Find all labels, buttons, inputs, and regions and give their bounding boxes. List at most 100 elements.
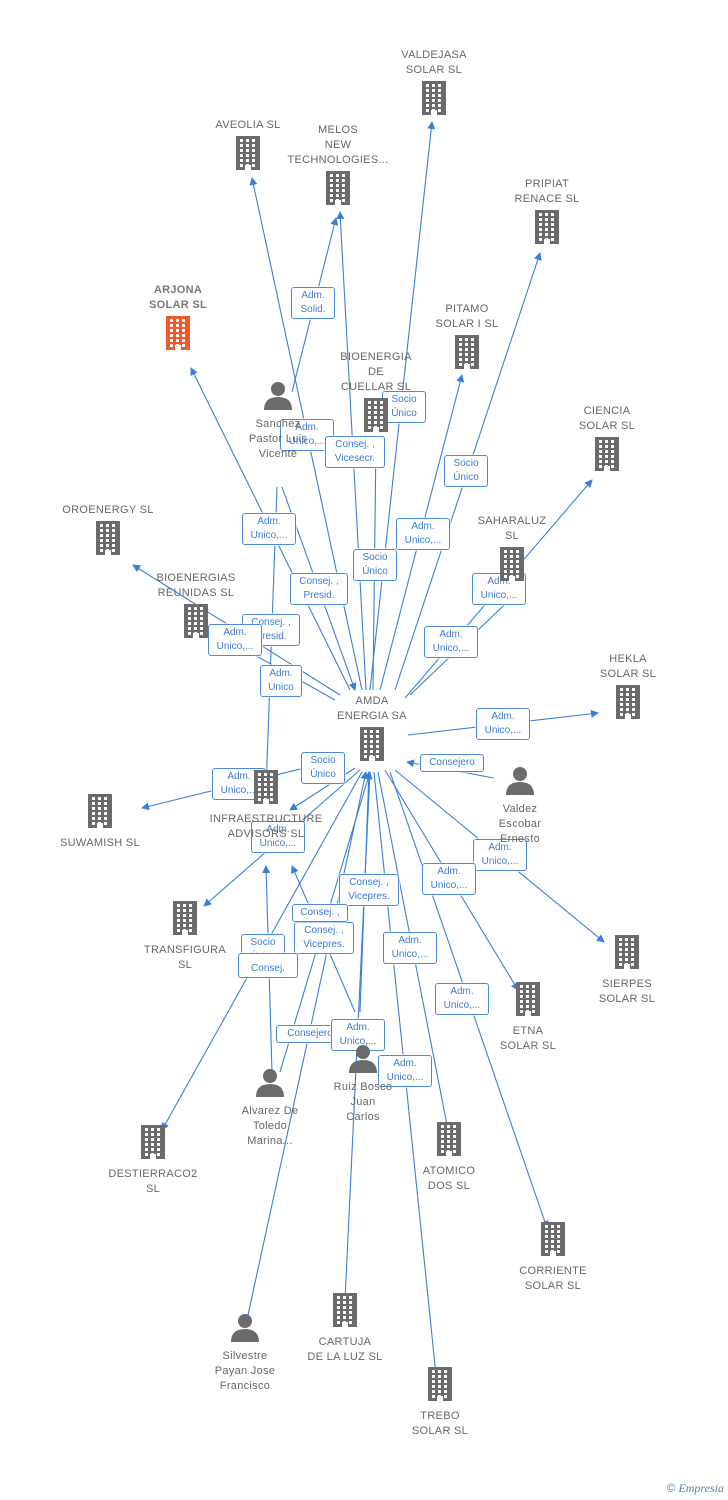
building-icon [361, 397, 391, 438]
building-icon [592, 436, 622, 477]
company-node-suwamish[interactable]: SUWAMISH SL [40, 791, 160, 851]
building-icon [85, 793, 115, 834]
person-node-alvarez[interactable]: Alvarez De Toledo Marina... [220, 1067, 320, 1149]
relation-label[interactable]: Adm. Unico,... [331, 1019, 385, 1051]
company-label: DESTIERRACO2 SL [108, 1168, 198, 1195]
company-node-bioenergias-reunidas[interactable]: BIOENERGIAS REUNIDAS SL [136, 571, 256, 646]
person-node-silvestre[interactable]: Silvestre Payan Jose Francisco [195, 1312, 295, 1394]
relation-label[interactable]: Adm. Unico,... [383, 932, 437, 964]
relation-label[interactable]: Adm. Unico,... [424, 626, 478, 658]
building-icon [612, 934, 642, 975]
company-node-ciencia[interactable]: CIENCIA SOLAR SL [547, 404, 667, 479]
building-icon [138, 1124, 168, 1165]
building-icon [434, 1121, 464, 1162]
company-label: AVEOLIA SL [215, 119, 281, 131]
company-node-infrae[interactable]: INFRAESTRUCTURE ADVISORS SL [206, 767, 326, 842]
company-label: SUWAMISH SL [60, 837, 140, 849]
relation-label[interactable]: Consejero [420, 754, 484, 772]
building-icon [233, 135, 263, 176]
person-icon [348, 1043, 378, 1078]
person-node-ruiz[interactable]: Ruiz Bosco Juan Carlos [313, 1043, 413, 1125]
company-label: TREBO SOLAR SL [411, 1410, 469, 1437]
person-label: Ruiz Bosco Juan Carlos [333, 1081, 393, 1123]
building-icon [323, 170, 353, 211]
person-label: Sanchez Pastor Luis Vicente [248, 418, 308, 460]
company-node-melos[interactable]: MELOS NEW TECHNOLOGIES... [278, 123, 398, 213]
relation-label[interactable]: Consej. , Presid. [290, 573, 348, 605]
relation-label[interactable]: Adm. Unico,... [473, 839, 527, 871]
company-label: ETNA SOLAR SL [499, 1025, 557, 1052]
company-node-sierpes[interactable]: SIERPES SOLAR SL [567, 932, 687, 1007]
company-node-oroenergy[interactable]: OROENERGY SL [48, 503, 168, 563]
company-label: CIENCIA SOLAR SL [578, 405, 636, 432]
company-label: AMDA ENERGIA SA [337, 695, 407, 722]
building-icon [251, 769, 281, 810]
company-label: PITAMO SOLAR I SL [435, 303, 499, 330]
company-node-pripiat[interactable]: PRIPIAT RENACE SL [487, 177, 607, 252]
relation-label[interactable]: Socio Único [444, 455, 488, 487]
building-icon [538, 1221, 568, 1262]
company-node-destierraco2[interactable]: DESTIERRACO2 SL [93, 1122, 213, 1197]
company-label: SAHARALUZ SL [477, 515, 547, 542]
building-icon [181, 603, 211, 644]
building-icon [170, 900, 200, 941]
company-label: BIOENERGIA DE CUELLAR SL [340, 351, 412, 393]
relation-label[interactable]: Adm. Unico [260, 665, 302, 697]
building-icon [513, 981, 543, 1022]
relation-label[interactable]: Consej. , [292, 904, 348, 922]
building-icon [425, 1366, 455, 1407]
company-label: PRIPIAT RENACE SL [514, 178, 580, 205]
edge [247, 771, 369, 1316]
person-node-valdez[interactable]: Valdez Escobar Ernesto [470, 765, 570, 847]
company-node-hekla[interactable]: HEKLA SOLAR SL [568, 652, 688, 727]
relation-label[interactable]: Adm. Unico,... [422, 863, 476, 895]
person-label: Alvarez De Toledo Marina... [241, 1105, 299, 1147]
company-node-atomico[interactable]: ATOMICO DOS SL [389, 1119, 509, 1194]
company-label: ATOMICO DOS SL [422, 1165, 476, 1192]
company-node-etna[interactable]: ETNA SOLAR SL [468, 979, 588, 1054]
relation-label[interactable]: Socio Único [301, 752, 345, 784]
building-icon [163, 315, 193, 356]
relation-label[interactable]: Adm. Unico,... [242, 513, 296, 545]
company-label: INFRAESTRUCTURE ADVISORS SL [209, 813, 323, 840]
relation-label[interactable]: Consej. , Vicepres. [339, 874, 399, 906]
company-node-saharaluz[interactable]: SAHARALUZ SL [452, 514, 572, 589]
relation-label[interactable]: Adm. Unico,... [476, 708, 530, 740]
person-label: Valdez Escobar Ernesto [498, 803, 542, 845]
relation-label[interactable]: Adm. Unico,... [435, 983, 489, 1015]
brand-name: Empresia [678, 1481, 724, 1495]
relation-label[interactable]: Adm. Solid. [291, 287, 335, 319]
relation-label[interactable]: Consej. [238, 953, 298, 978]
building-icon [613, 684, 643, 725]
relation-label[interactable]: Adm. Unico,... [208, 624, 262, 656]
company-node-valdejasa[interactable]: VALDEJASA SOLAR SL [374, 48, 494, 123]
company-node-trebo[interactable]: TREBO SOLAR SL [380, 1364, 500, 1439]
relation-label[interactable]: Adm. Unico,... [251, 821, 305, 853]
company-node-bioenergia-cuellar[interactable]: BIOENERGIA DE CUELLAR SL [316, 350, 436, 440]
building-icon [497, 546, 527, 587]
company-label: OROENERGY SL [62, 504, 154, 516]
company-node-arjona[interactable]: ARJONA SOLAR SL [118, 283, 238, 358]
relation-label[interactable]: Consej. , Vicepres. [294, 922, 354, 954]
company-node-corriente[interactable]: CORRIENTE SOLAR SL [493, 1219, 613, 1294]
building-icon [357, 726, 387, 767]
person-icon [230, 1312, 260, 1347]
person-node-sanchez[interactable]: Sanchez Pastor Luis Vicente [228, 380, 328, 462]
company-label: BIOENERGIAS REUNIDAS SL [156, 572, 236, 599]
relation-label[interactable]: Adm. Unico,... [378, 1055, 432, 1087]
relation-label[interactable]: Adm. Unico,... [396, 518, 450, 550]
relation-label[interactable]: Socio Único [353, 549, 397, 581]
company-node-cartuja[interactable]: CARTUJA DE LA LUZ SL [285, 1290, 405, 1365]
company-node-pitamo[interactable]: PITAMO SOLAR I SL [407, 302, 527, 377]
company-node-transfigura[interactable]: TRANSFIGURA SL [125, 898, 245, 973]
relation-label[interactable]: Socio Único [382, 391, 426, 423]
person-icon [263, 380, 293, 415]
company-node-aveolia[interactable]: AVEOLIA SL [188, 118, 308, 178]
company-label: CORRIENTE SOLAR SL [519, 1265, 587, 1292]
company-label: HEKLA SOLAR SL [599, 653, 657, 680]
relation-label[interactable]: Consej. , Vicesecr. [325, 436, 385, 468]
person-icon [255, 1067, 285, 1102]
company-node-amda[interactable]: AMDA ENERGIA SA [312, 694, 432, 769]
building-icon [419, 80, 449, 121]
copyright-symbol: © [666, 1481, 676, 1495]
